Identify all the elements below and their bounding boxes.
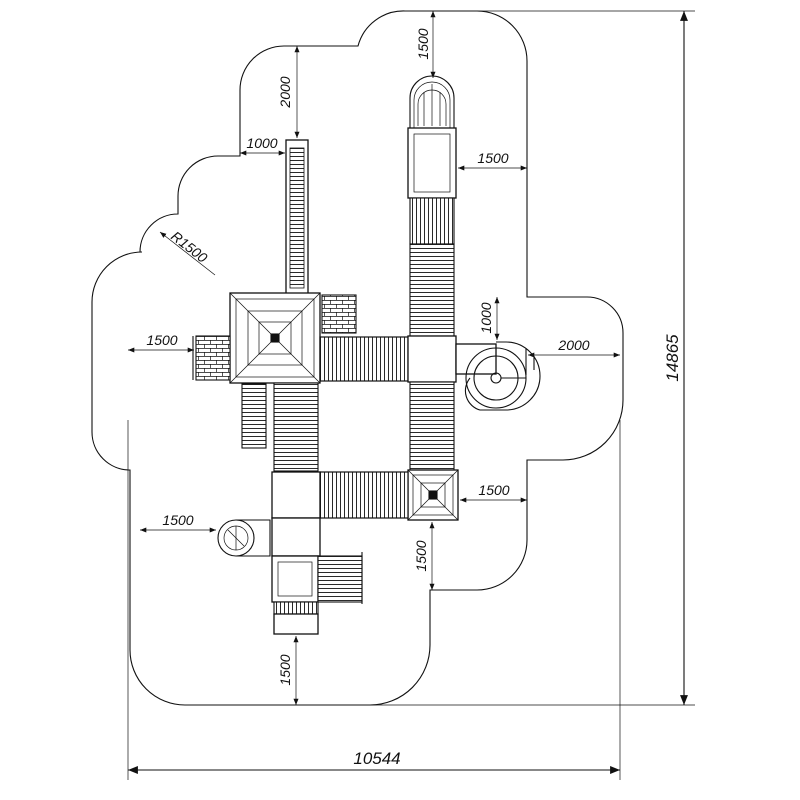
svg-text:1500: 1500 xyxy=(146,332,177,348)
bridge-upper xyxy=(319,336,409,382)
dim-left-lower: 1500 xyxy=(140,512,216,533)
dim-top: 1500 xyxy=(415,11,436,78)
dim-below-tower: 1500 xyxy=(413,522,435,590)
svg-text:1500: 1500 xyxy=(162,512,193,528)
dim-right-upper: 1500 xyxy=(458,150,527,171)
svg-text:1500: 1500 xyxy=(477,150,508,166)
dim-bottom: 1500 xyxy=(277,636,299,705)
svg-text:1500: 1500 xyxy=(415,28,431,59)
dim-left-mid: 1500 xyxy=(128,332,194,353)
svg-text:2000: 2000 xyxy=(277,76,293,108)
bridge-left xyxy=(273,382,319,472)
bridge-lower xyxy=(319,471,409,519)
svg-text:1000: 1000 xyxy=(478,302,494,333)
dim-slide-side-gap: 1000 xyxy=(240,135,285,156)
platform-right-junction xyxy=(407,335,457,383)
svg-text:1500: 1500 xyxy=(413,540,429,571)
spiral-slide-right xyxy=(455,341,541,411)
svg-text:1500: 1500 xyxy=(277,654,293,685)
wheel-panel-left xyxy=(217,519,271,557)
svg-text:2000: 2000 xyxy=(557,337,589,353)
ramp-upper-right xyxy=(409,197,455,245)
climbing-wall-top xyxy=(321,294,357,334)
dim-right-lower: 1500 xyxy=(460,482,527,503)
tower-left-roof xyxy=(229,292,321,384)
steps-right xyxy=(409,243,455,337)
dim-right-wing-clear: 2000 xyxy=(528,337,620,358)
steps-bottom xyxy=(317,555,363,603)
tunnel-arch xyxy=(409,75,455,130)
svg-text:1000: 1000 xyxy=(246,135,277,151)
overall-height-label: 14865 xyxy=(663,334,682,382)
dim-radius: R1500 xyxy=(159,228,216,276)
straight-slide-left xyxy=(285,139,309,296)
dim-right-wing-gap: 1000 xyxy=(478,297,500,340)
svg-text:R1500: R1500 xyxy=(168,228,211,266)
tower-bottom xyxy=(271,552,363,635)
overall-width-label: 10544 xyxy=(353,749,400,768)
climbing-wall-left xyxy=(195,335,231,381)
tower-right-roof xyxy=(407,469,459,521)
platform-lower-left-2 xyxy=(271,517,321,557)
ladder-left xyxy=(241,383,267,449)
platform-upper-right xyxy=(407,127,457,199)
dim-slide-top-gap: 2000 xyxy=(277,46,300,138)
platform-lower-left xyxy=(271,471,321,519)
safety-zone-outline xyxy=(91,10,624,706)
svg-text:1500: 1500 xyxy=(478,482,509,498)
bridge-right xyxy=(409,381,455,471)
